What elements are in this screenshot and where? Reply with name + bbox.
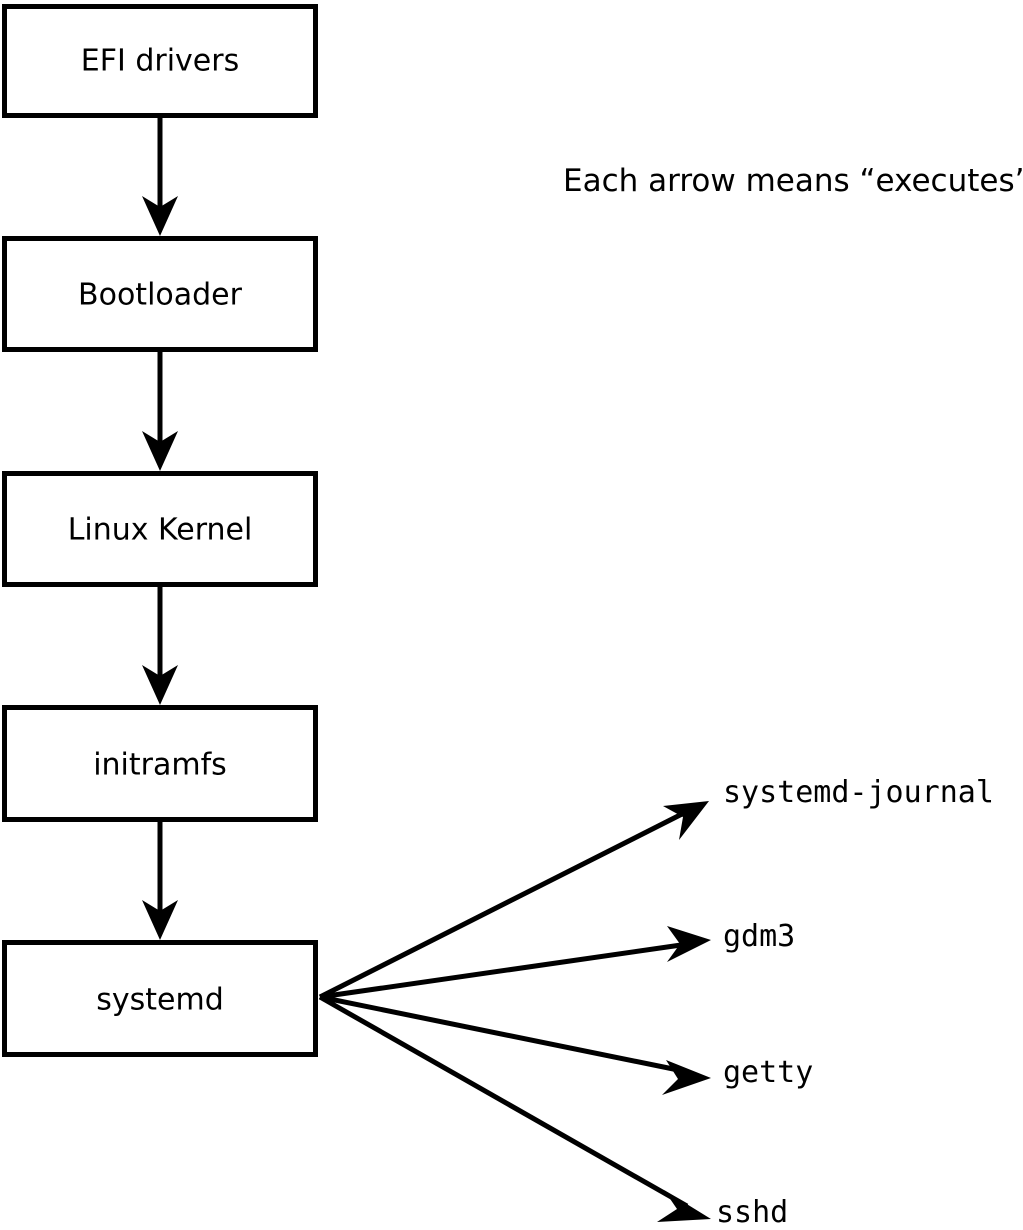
- node-systemd[interactable]: systemd: [2, 940, 318, 1057]
- node-bootloader[interactable]: Bootloader: [2, 236, 318, 352]
- node-systemd-label: systemd: [96, 983, 224, 1018]
- node-initramfs-label: initramfs: [93, 748, 227, 783]
- node-bootloader-label: Bootloader: [78, 278, 243, 313]
- chain-arrow-initramfs-to-systemd: [142, 822, 178, 940]
- node-linux-kernel-box: [2, 471, 318, 587]
- service-label-gdm3: gdm3: [723, 919, 795, 954]
- fanout-arrow-gdm3: [319, 926, 711, 1000]
- node-systemd-box: [2, 940, 318, 1057]
- node-linux-kernel[interactable]: Linux Kernel: [2, 471, 318, 587]
- diagram-caption: Each arrow means “executes”.: [563, 163, 1023, 199]
- node-efi-drivers-box: [2, 4, 318, 118]
- chain-arrow-kernel-to-initramfs: [142, 587, 178, 705]
- chain-arrow-efi-to-bootloader: [142, 117, 178, 236]
- node-linux-kernel-label: Linux Kernel: [68, 513, 253, 548]
- service-label-getty: getty: [723, 1055, 813, 1090]
- node-initramfs-box: [2, 705, 318, 822]
- fanout-arrow-sshd: [318, 994, 711, 1222]
- fanout-arrow-systemd-journal: [318, 801, 709, 1000]
- node-initramfs[interactable]: initramfs: [2, 705, 318, 822]
- chain-arrow-bootloader-to-kernel: [142, 352, 178, 471]
- node-efi-drivers[interactable]: EFI drivers: [2, 4, 318, 118]
- service-label-sshd: sshd: [716, 1195, 788, 1230]
- fanout-arrow-getty: [319, 994, 711, 1095]
- service-label-systemd-journal: systemd-journal: [723, 775, 994, 810]
- node-efi-drivers-label: EFI drivers: [81, 44, 239, 79]
- node-bootloader-box: [2, 236, 318, 352]
